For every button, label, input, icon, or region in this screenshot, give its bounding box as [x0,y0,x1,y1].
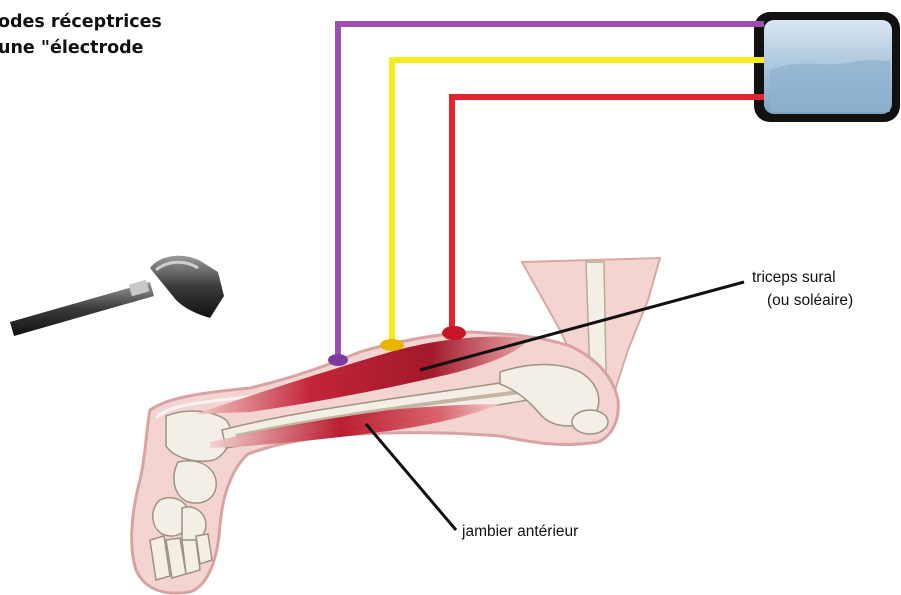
heading-line-1: odes réceptrices [0,14,162,32]
label-triceps-sural: triceps sural [752,270,836,286]
jambier-leader-line [366,424,456,530]
monitor-icon [754,12,900,122]
label-triceps-sural-alt: (ou soléaire) [767,293,853,309]
reflex-hammer-icon [10,256,224,336]
yellow-electrode [380,339,404,351]
label-jambier-anterieur: jambier antérieur [462,524,578,540]
heading-line-2: une "électrode [0,40,144,58]
purple-electrode [328,354,348,366]
red-electrode [442,326,466,340]
